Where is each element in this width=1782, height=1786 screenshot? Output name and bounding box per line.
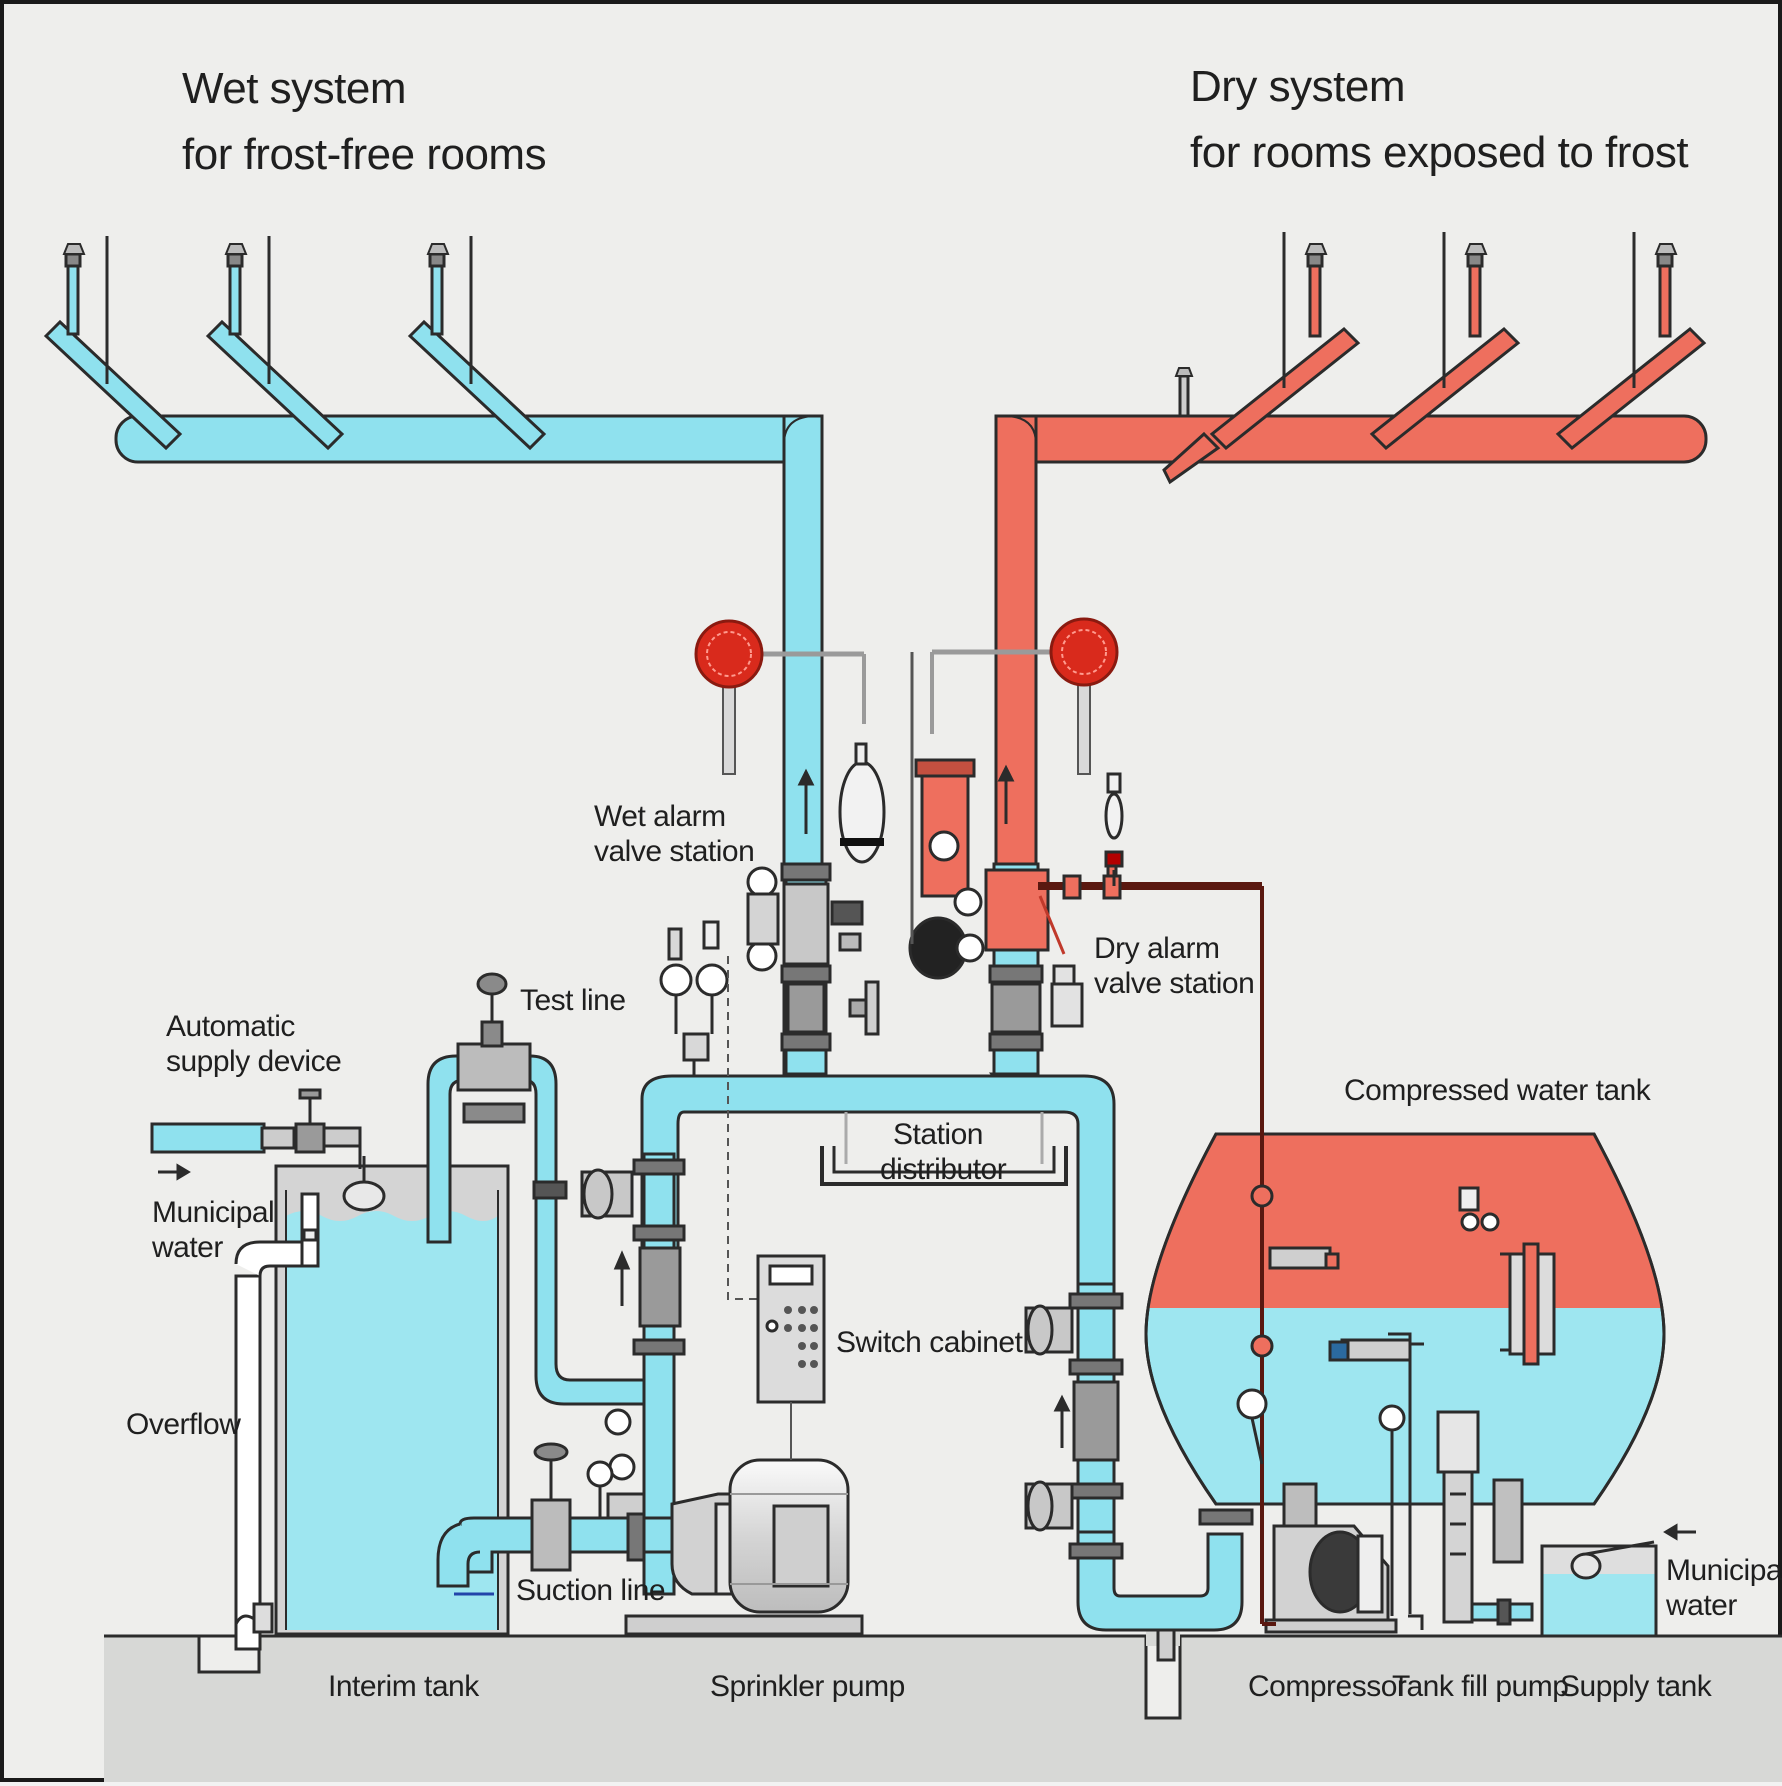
interim-tank-label: Interim tank	[328, 1670, 479, 1703]
wet-alarm-valve-station	[746, 742, 886, 1095]
wet-system-subtitle: for frost-free rooms	[182, 130, 547, 179]
switch-cabinet-label: Switch cabinet	[836, 1326, 1023, 1359]
test-line-label: Test line	[520, 984, 626, 1017]
tank-fill-pump-label: Tank fill pump	[1392, 1670, 1569, 1703]
automatic-supply-label-line2: supply device	[166, 1044, 342, 1078]
diagram-drawing	[43, 232, 1782, 1782]
suction-line-label: Suction line	[516, 1574, 666, 1607]
station-distributor-line1: Station	[893, 1118, 983, 1151]
dry-alarm-valve-label-line1: Dry alarm	[1094, 932, 1220, 965]
wet-alarm-valve-label-line1: Wet alarm	[594, 800, 726, 833]
municipal-water-right-label: Municipal water	[1666, 1554, 1782, 1623]
sprinkler-pump-label: Sprinkler pump	[710, 1670, 905, 1703]
flow-arrow-dry-riser	[997, 764, 1015, 824]
sprinkler-pump-unit	[624, 1458, 864, 1636]
dry-alarm-bell	[930, 617, 1119, 775]
dry-alarm-valve-label: Dry alarm valve station	[1094, 932, 1255, 1001]
dry-system-subtitle: for rooms exposed to frost	[1190, 128, 1689, 177]
municipal-water-left-line2: water	[152, 1230, 223, 1264]
station-distributor-line2: distributor	[880, 1152, 1007, 1186]
control-wiring	[727, 956, 760, 1300]
flow-arrow-wet-riser	[797, 768, 815, 834]
station-distributor-pipe	[640, 1074, 1116, 1306]
suction-line	[436, 1442, 676, 1596]
wet-alarm-bell	[694, 619, 866, 775]
compressed-water-tank	[1144, 1132, 1666, 1506]
dry-system-heading: Dry system for rooms exposed to frost	[1190, 54, 1689, 186]
dry-system-piping	[994, 232, 1708, 918]
supply-tank	[1540, 1523, 1696, 1638]
wet-system-title: Wet system	[182, 64, 407, 113]
tank-riser-piping	[1024, 1282, 1254, 1662]
test-line-piping	[426, 972, 646, 1406]
wet-system-heading: Wet system for frost-free rooms	[182, 56, 547, 188]
automatic-supply-device-label: Automatic supply device	[166, 1010, 342, 1079]
switch-cabinet	[756, 1254, 826, 1460]
wet-alarm-valve-label-line2: valve station	[594, 834, 755, 868]
dry-sprinkler-heads	[1174, 243, 1678, 377]
municipal-water-right-line2: water	[1666, 1588, 1737, 1622]
automatic-supply-device	[150, 1088, 362, 1181]
supply-tank-label: Supply tank	[1560, 1670, 1712, 1703]
compressor-label: Compressor	[1248, 1670, 1407, 1703]
overflow-pipe	[234, 1192, 320, 1651]
dry-alarm-valve-label-line2: valve station	[1094, 966, 1255, 1000]
dry-system-title: Dry system	[1190, 62, 1406, 111]
floor-slab	[104, 1626, 1782, 1782]
test-valves	[659, 920, 729, 1076]
wet-sprinkler-heads	[62, 243, 450, 255]
municipal-water-right-line1: Municipal	[1666, 1554, 1782, 1587]
municipal-water-left-label: Municipal water	[152, 1196, 275, 1265]
station-distributor-label: Station distributor	[880, 1118, 1007, 1187]
tank-instrumentation	[1236, 886, 1556, 1624]
overflow-label: Overflow	[126, 1408, 241, 1441]
municipal-water-left-line1: Municipal	[152, 1196, 275, 1229]
automatic-supply-label-line1: Automatic	[166, 1010, 295, 1043]
compressed-water-tank-label: Compressed water tank	[1344, 1074, 1651, 1107]
tank-fill-pump	[1408, 1410, 1534, 1630]
dry-alarm-valve-station	[908, 652, 1262, 1095]
compressor	[1262, 1482, 1398, 1634]
wet-alarm-valve-label: Wet alarm valve station	[594, 800, 755, 869]
